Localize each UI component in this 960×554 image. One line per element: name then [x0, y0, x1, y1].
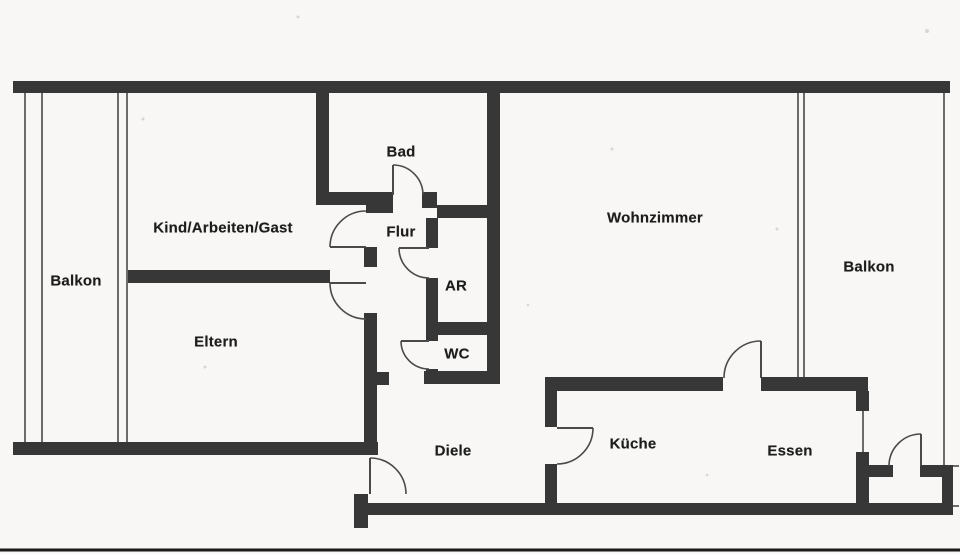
wall-wc-left-upper: [426, 335, 438, 341]
wall-ar-top-jamb: [422, 192, 437, 208]
door-ar-arc: [398, 247, 430, 279]
room-label-flur: Flur: [386, 223, 416, 241]
wall-flur-pillar: [364, 247, 377, 267]
wall-kind-eltern: [128, 270, 330, 283]
door-wohnzimmer-kueche-arc: [723, 340, 762, 379]
scan-speck-1: [925, 29, 929, 33]
scan-speck-4: [203, 365, 207, 369]
wall-kueche-left-upper: [545, 377, 557, 427]
door-eltern-arc: [329, 282, 367, 320]
room-label-wc: WC: [444, 345, 470, 363]
wall-eltern-bottom: [13, 442, 378, 455]
room-label-bad: Bad: [386, 143, 416, 161]
room-label-essen: Essen: [767, 442, 813, 460]
scan-speck-6: [526, 303, 530, 307]
wall-flur-main: [364, 313, 377, 455]
scan-speck-3: [775, 227, 779, 231]
wall-kueche-left-lower: [545, 464, 557, 515]
door-bad-arc: [392, 164, 424, 196]
wall-alcove-right: [942, 465, 953, 515]
wall-bad-left: [316, 93, 329, 205]
scan-speck-2: [610, 147, 614, 151]
wall-kueche-top-left: [545, 377, 723, 391]
room-label-wohnzimmer: Wohnzimmer: [607, 209, 703, 227]
room-label-balkon-left: Balkon: [50, 272, 102, 290]
wall-bad-bottom: [316, 192, 393, 205]
wall-ar-left-upper: [426, 218, 438, 248]
wall-bad-jamb: [366, 205, 393, 213]
door-kueche-arc: [556, 427, 594, 465]
wall-wc-bottom: [424, 371, 500, 384]
wall-outer-top: [13, 81, 950, 93]
room-label-ar: AR: [444, 277, 468, 295]
door-wc-arc: [400, 340, 430, 370]
wall-essen-right-upper: [856, 391, 869, 411]
door-entrance-diele-arc: [369, 457, 407, 495]
room-label-balkon-right: Balkon: [843, 258, 895, 276]
wall-kueche-top-right: [761, 377, 868, 391]
door-balkon-storage-arc: [888, 433, 922, 467]
room-label-kueche: Küche: [609, 435, 657, 453]
wall-essen-right-lower: [856, 452, 869, 515]
door-kind-arc: [329, 210, 367, 248]
room-label-eltern: Eltern: [194, 333, 238, 351]
room-label-diele: Diele: [434, 442, 472, 460]
wall-ar-left-lower: [426, 278, 438, 322]
scan-speck-5: [141, 117, 145, 121]
wall-ar-top: [437, 205, 500, 218]
scan-speck-7: [705, 473, 709, 477]
wall-alcove-top-left: [869, 465, 893, 477]
wall-outer-bottom: [354, 503, 942, 515]
wall-alcove-top-right: [920, 465, 942, 477]
room-label-kind-arbeiten-gast: Kind/Arbeiten/Gast: [153, 219, 293, 237]
wall-central: [487, 93, 500, 384]
wall-diele-jamb: [377, 372, 389, 385]
wall-ar-wc-divider: [426, 322, 500, 335]
scan-speck-0: [296, 15, 300, 19]
